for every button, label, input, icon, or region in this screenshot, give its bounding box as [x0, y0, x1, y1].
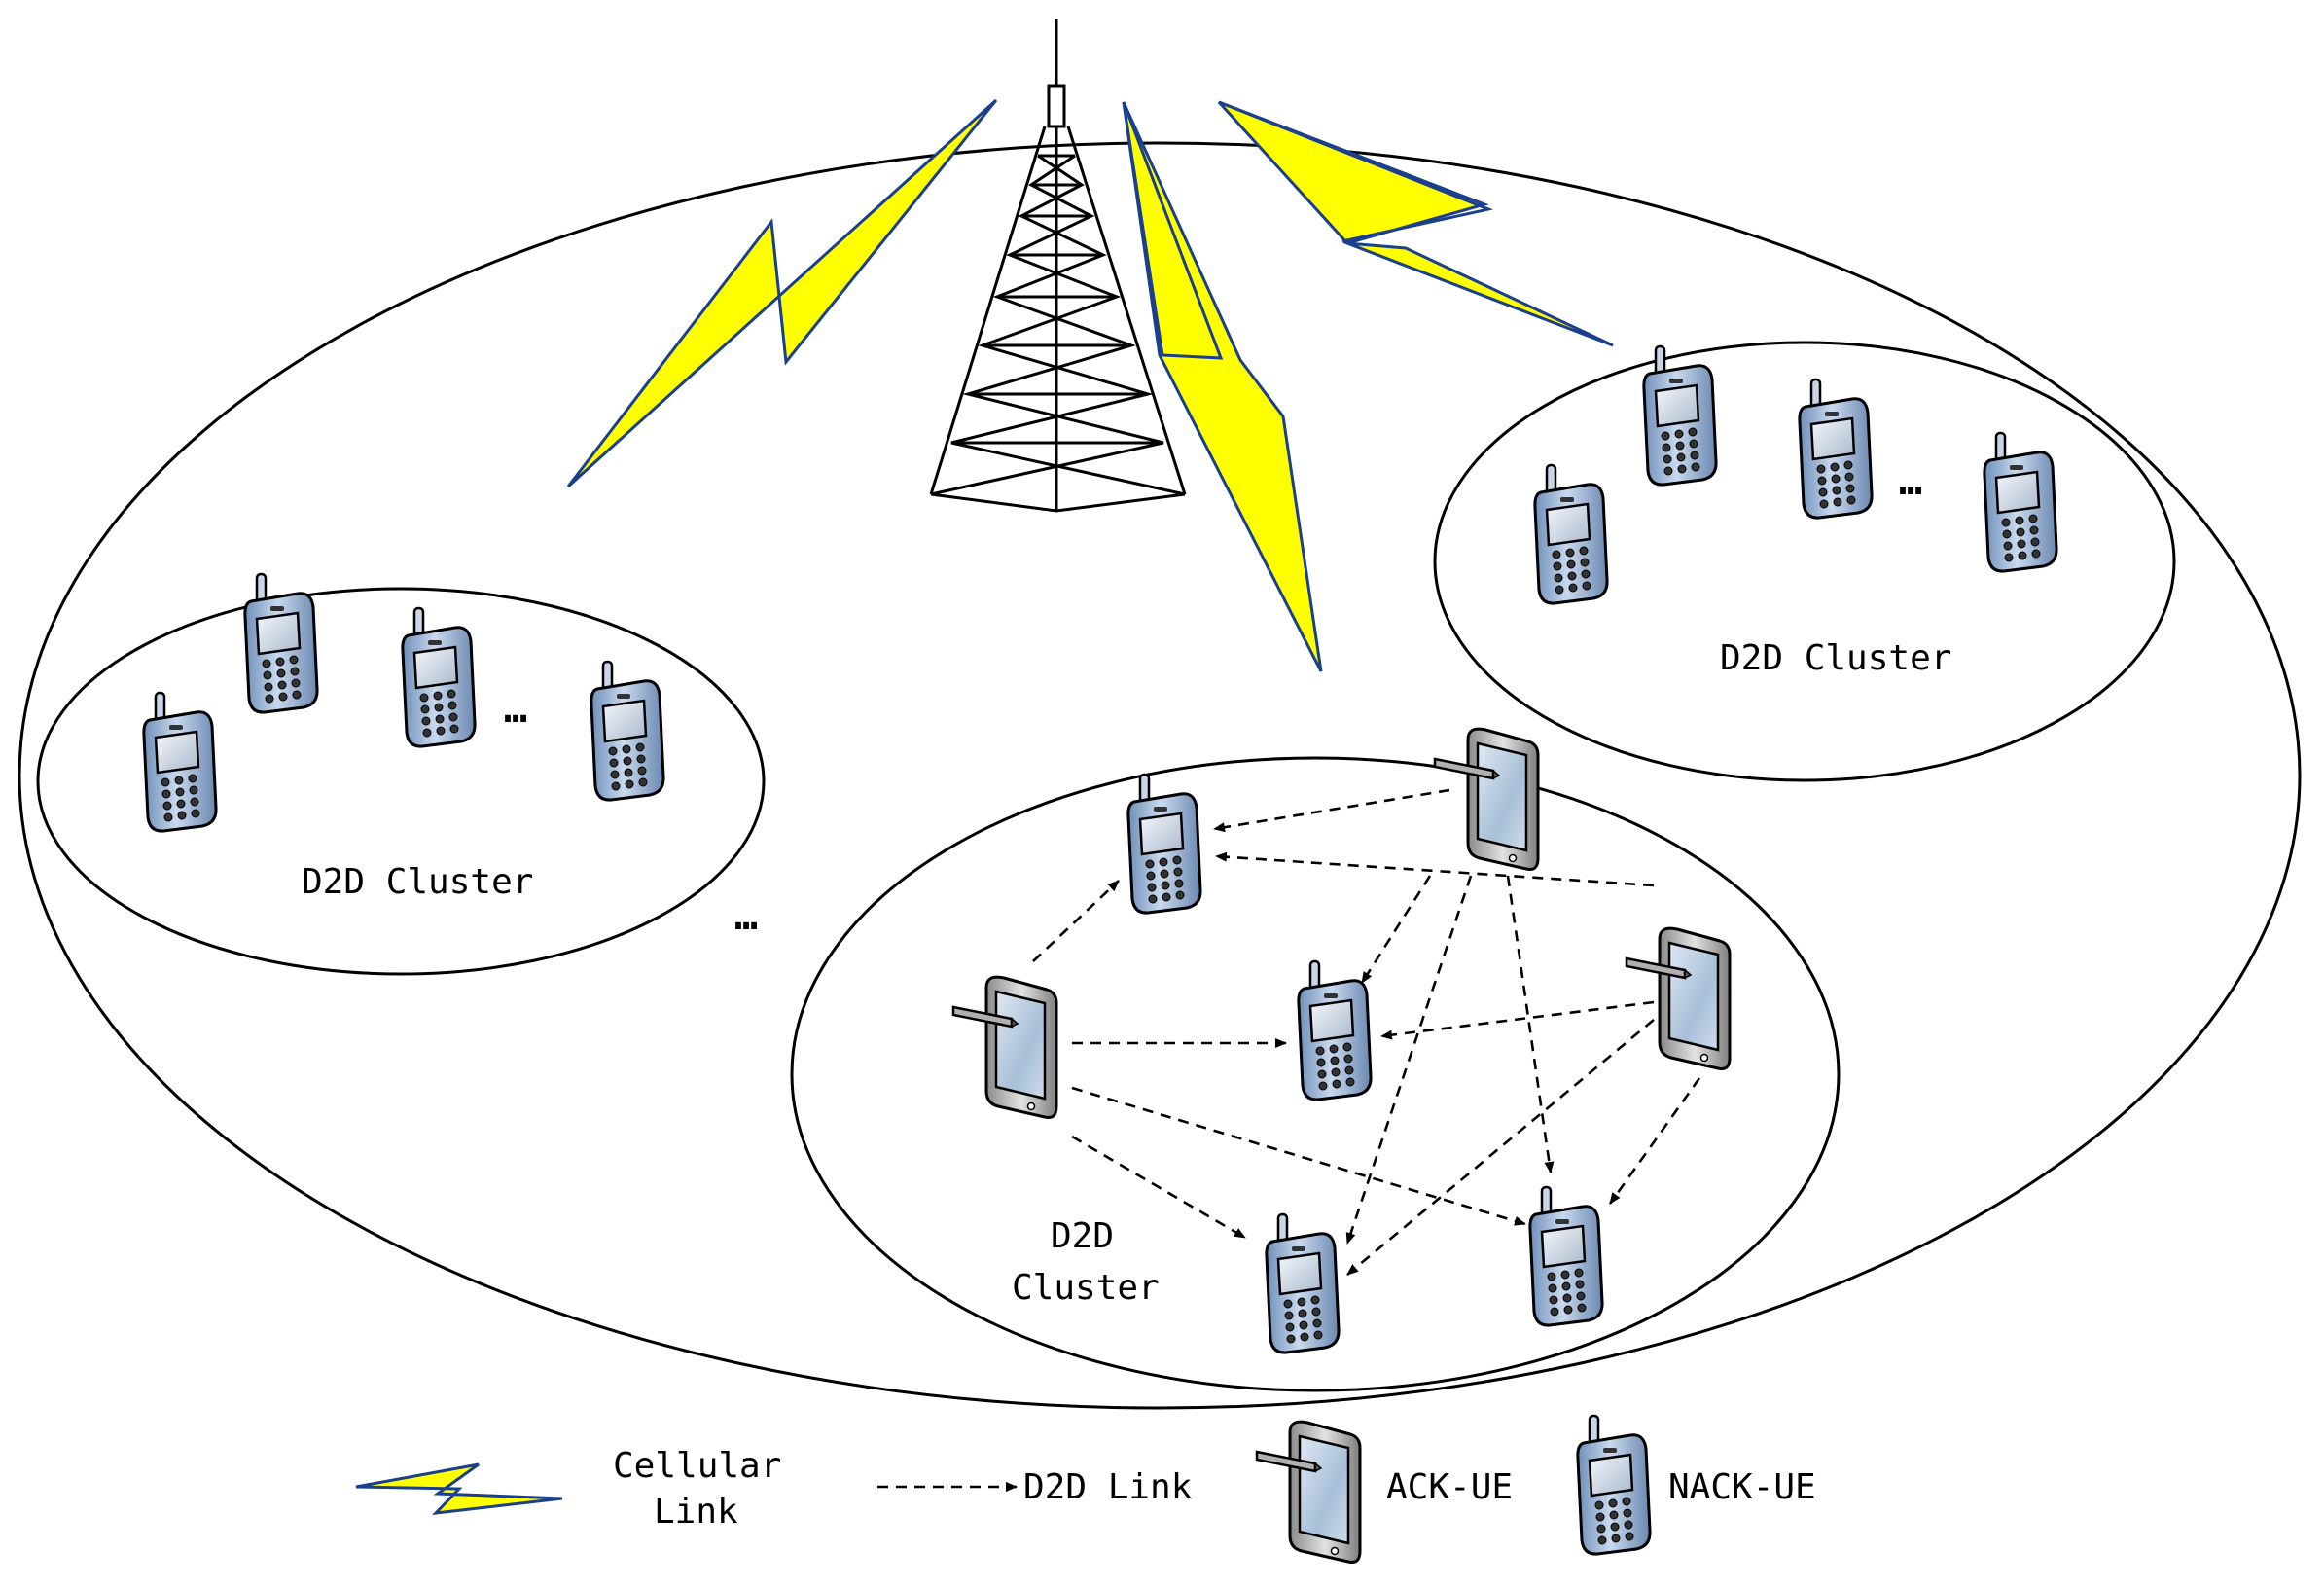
d2d-links [1032, 788, 1701, 1276]
nack-ue-phone-icon [1642, 344, 1718, 487]
cellular-link-bolt-right [1217, 100, 1614, 347]
cellular-link-bolt-left [566, 98, 998, 488]
nack-ue-phone-icon [1983, 431, 2058, 573]
legend: Cellular Link D2D Link ACK-UE NACK-UE [355, 1414, 1816, 1565]
base-station-tower-icon [929, 19, 1187, 513]
cellular-link-bolt-center [1122, 101, 1323, 672]
right-cluster-ellipsis: … [1899, 459, 1922, 504]
right-cluster-ellipse [1433, 341, 2176, 782]
legend-ack-ue-tablet-icon [1255, 1420, 1362, 1565]
legend-cellular-bolt-icon [355, 1462, 563, 1515]
ack-ue-tablet-icon [951, 975, 1058, 1120]
nack-ue-phone-icon [1528, 1185, 1604, 1327]
between-clusters-ellipsis: … [734, 894, 758, 939]
left-cluster-ellipse [36, 587, 766, 976]
center-cluster-ellipse [790, 756, 1841, 1392]
legend-nack-label: NACK-UE [1668, 1467, 1816, 1507]
nack-ue-phone-icon [243, 572, 319, 714]
left-cluster-label: D2D Cluster [302, 862, 533, 902]
nack-ue-phone-icon [1533, 463, 1609, 605]
legend-cellular-label-line1: Cellular [613, 1446, 781, 1486]
legend-d2d-label: D2D Link [1023, 1467, 1193, 1507]
left-cluster-ellipsis: … [504, 687, 527, 732]
cell-boundary [18, 141, 2302, 1410]
nack-ue-phone-icon [1265, 1212, 1341, 1354]
center-cluster-label-line1: D2D [1051, 1216, 1114, 1256]
nack-ue-phone-icon [401, 606, 477, 748]
ack-ue-tablet-icon [1433, 727, 1540, 872]
nack-ue-phone-icon [1297, 959, 1373, 1101]
nack-ue-phone-icon [142, 691, 218, 833]
legend-cellular-label-line2: Link [654, 1492, 738, 1532]
ack-ue-tablet-icon [1625, 926, 1732, 1071]
right-cluster-label: D2D Cluster [1720, 638, 1951, 678]
legend-nack-ue-phone-icon [1576, 1414, 1652, 1556]
nack-ue-phone-icon [1126, 773, 1202, 915]
center-cluster-label-line2: Cluster [1012, 1268, 1160, 1308]
nack-ue-phone-icon [590, 660, 665, 802]
nack-ue-phone-icon [1798, 378, 1874, 520]
legend-ack-label: ACK-UE [1386, 1467, 1513, 1507]
